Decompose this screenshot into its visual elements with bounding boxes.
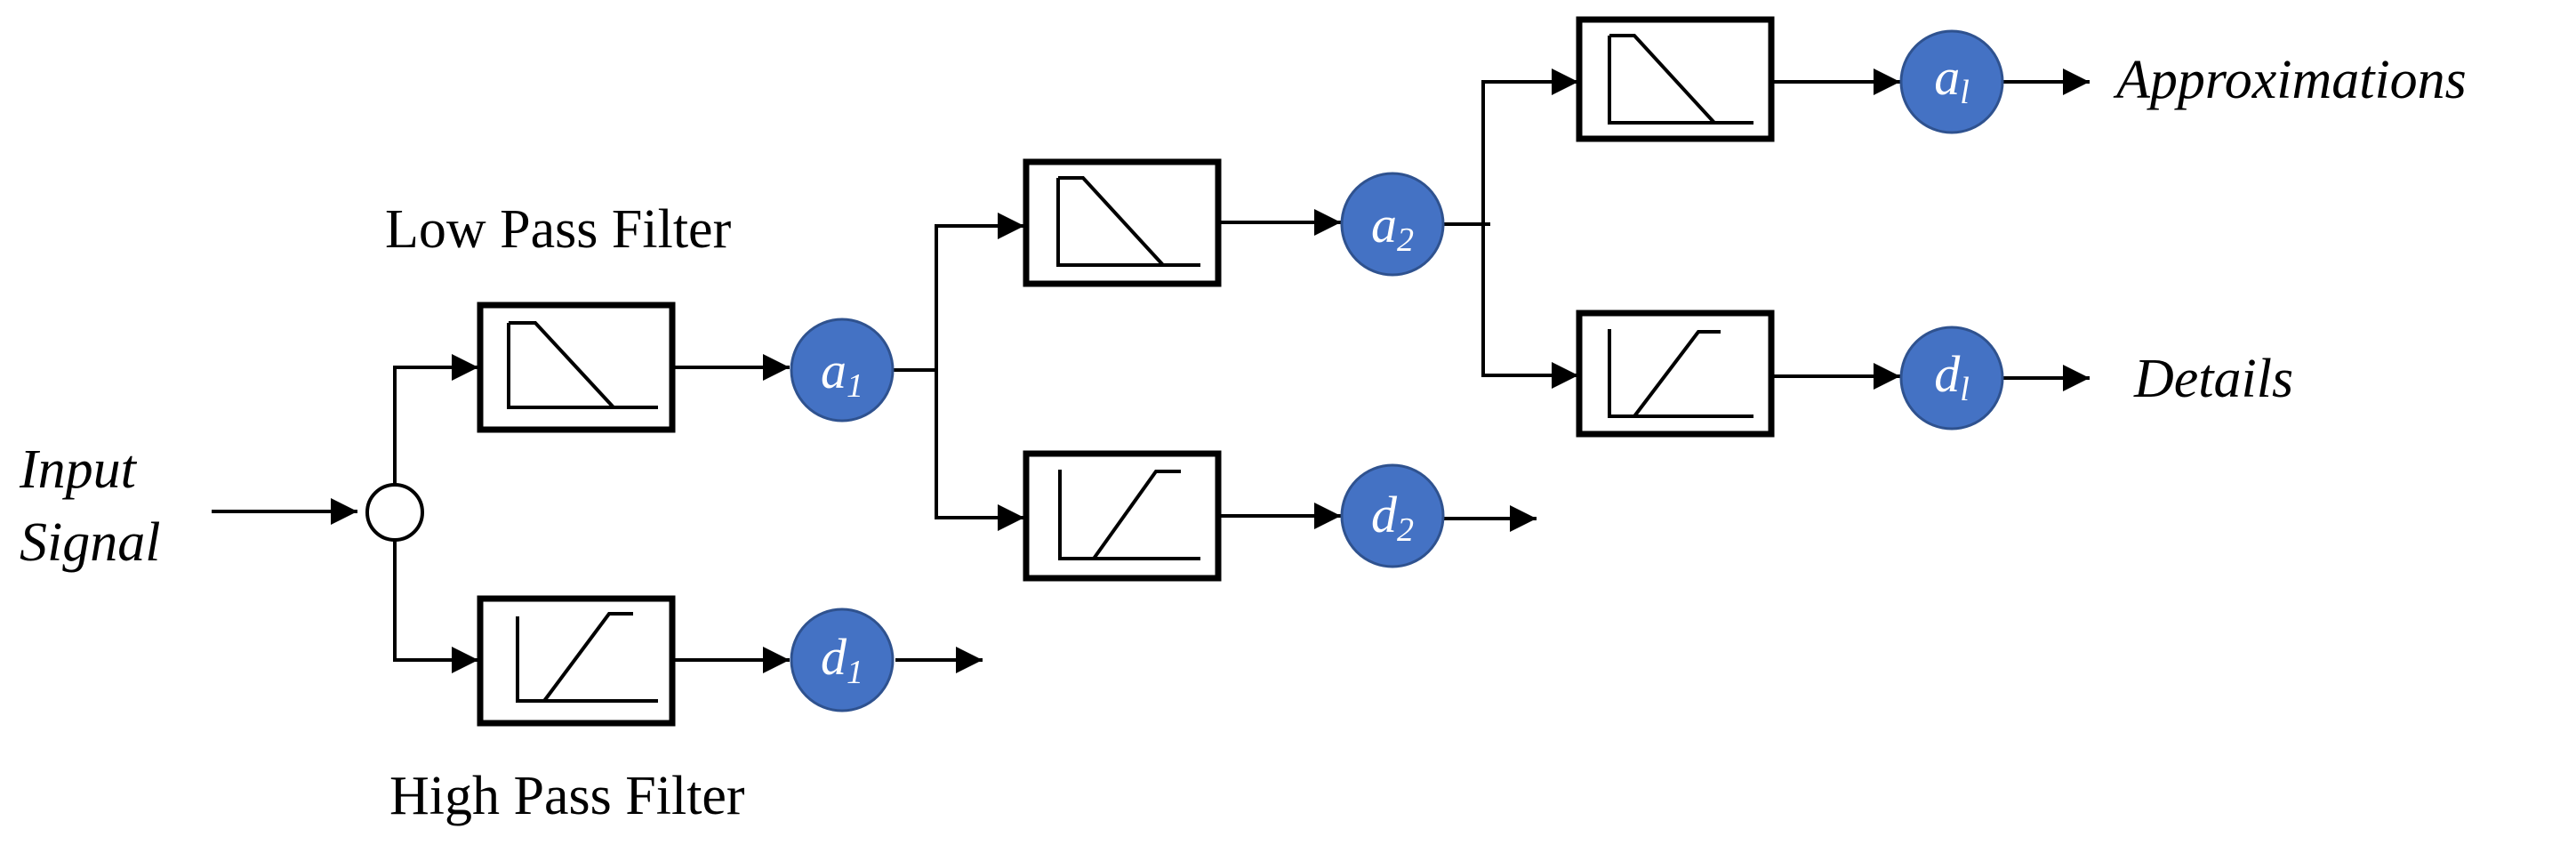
arrow-a2-to-lpfl: [1481, 68, 1578, 224]
node-dl: dl: [1899, 326, 2004, 431]
node-a2: a2: [1340, 172, 1445, 277]
svg-text:d1: d1: [821, 628, 863, 691]
low-pass-filter-l: [1576, 16, 1775, 142]
low-pass-filter-icon: [507, 321, 658, 409]
details-label: Details: [2133, 349, 2293, 409]
node-d1: d1: [790, 608, 895, 712]
node-a1-sub: 1: [847, 367, 863, 405]
svg-text:a2: a2: [1371, 196, 1414, 259]
high-pass-filter-2: [1023, 450, 1222, 582]
high-pass-filter-1: [477, 595, 676, 727]
svg-text:dl: dl: [1934, 345, 1970, 408]
low-pass-filter-2: [1023, 158, 1222, 287]
svg-text:a1: a1: [821, 342, 863, 405]
node-al-sub: l: [1960, 74, 1970, 111]
svg-text:d2: d2: [1371, 486, 1414, 549]
connections: [212, 68, 2090, 673]
node-a1: a1: [790, 318, 895, 422]
low-pass-filter-icon: [1056, 176, 1200, 267]
arrow-a1-to-lpf2: [935, 213, 1024, 370]
summing-junction: [365, 483, 424, 542]
node-dl-sub: l: [1960, 371, 1970, 408]
high-pass-filter-label: High Pass Filter: [389, 766, 745, 826]
node-d1-sub: 1: [847, 654, 863, 691]
high-pass-filter-icon: [516, 612, 658, 703]
node-a1-base: a: [821, 342, 847, 399]
arrow-junction-to-hpf1: [393, 541, 478, 673]
node-d1-base: d: [821, 628, 847, 686]
node-al: al: [1899, 29, 2004, 134]
arrow-a2-to-hpfl: [1481, 224, 1578, 389]
node-a2-sub: 2: [1397, 221, 1414, 259]
low-pass-filter-1: [477, 302, 676, 433]
high-pass-filter-icon: [1058, 470, 1200, 560]
low-pass-filter-icon: [1608, 34, 1753, 125]
node-al-base: a: [1934, 48, 1960, 106]
node-a2-base: a: [1371, 196, 1397, 254]
input-label-line2: Signal: [20, 512, 160, 573]
arrow-junction-to-lpf1: [393, 354, 478, 485]
high-pass-filter-l: [1576, 310, 1775, 438]
node-d2-base: d: [1371, 486, 1398, 543]
input-label-line1: Input: [19, 439, 138, 500]
low-pass-filter-label: Low Pass Filter: [385, 199, 732, 260]
node-dl-base: d: [1934, 345, 1961, 403]
node-d2: d2: [1340, 463, 1445, 568]
node-d2-sub: 2: [1397, 511, 1414, 549]
svg-text:al: al: [1934, 48, 1970, 111]
approximations-label: Approximations: [2113, 50, 2467, 110]
high-pass-filter-icon: [1608, 329, 1753, 418]
arrow-a1-to-hpf2: [935, 370, 1024, 531]
